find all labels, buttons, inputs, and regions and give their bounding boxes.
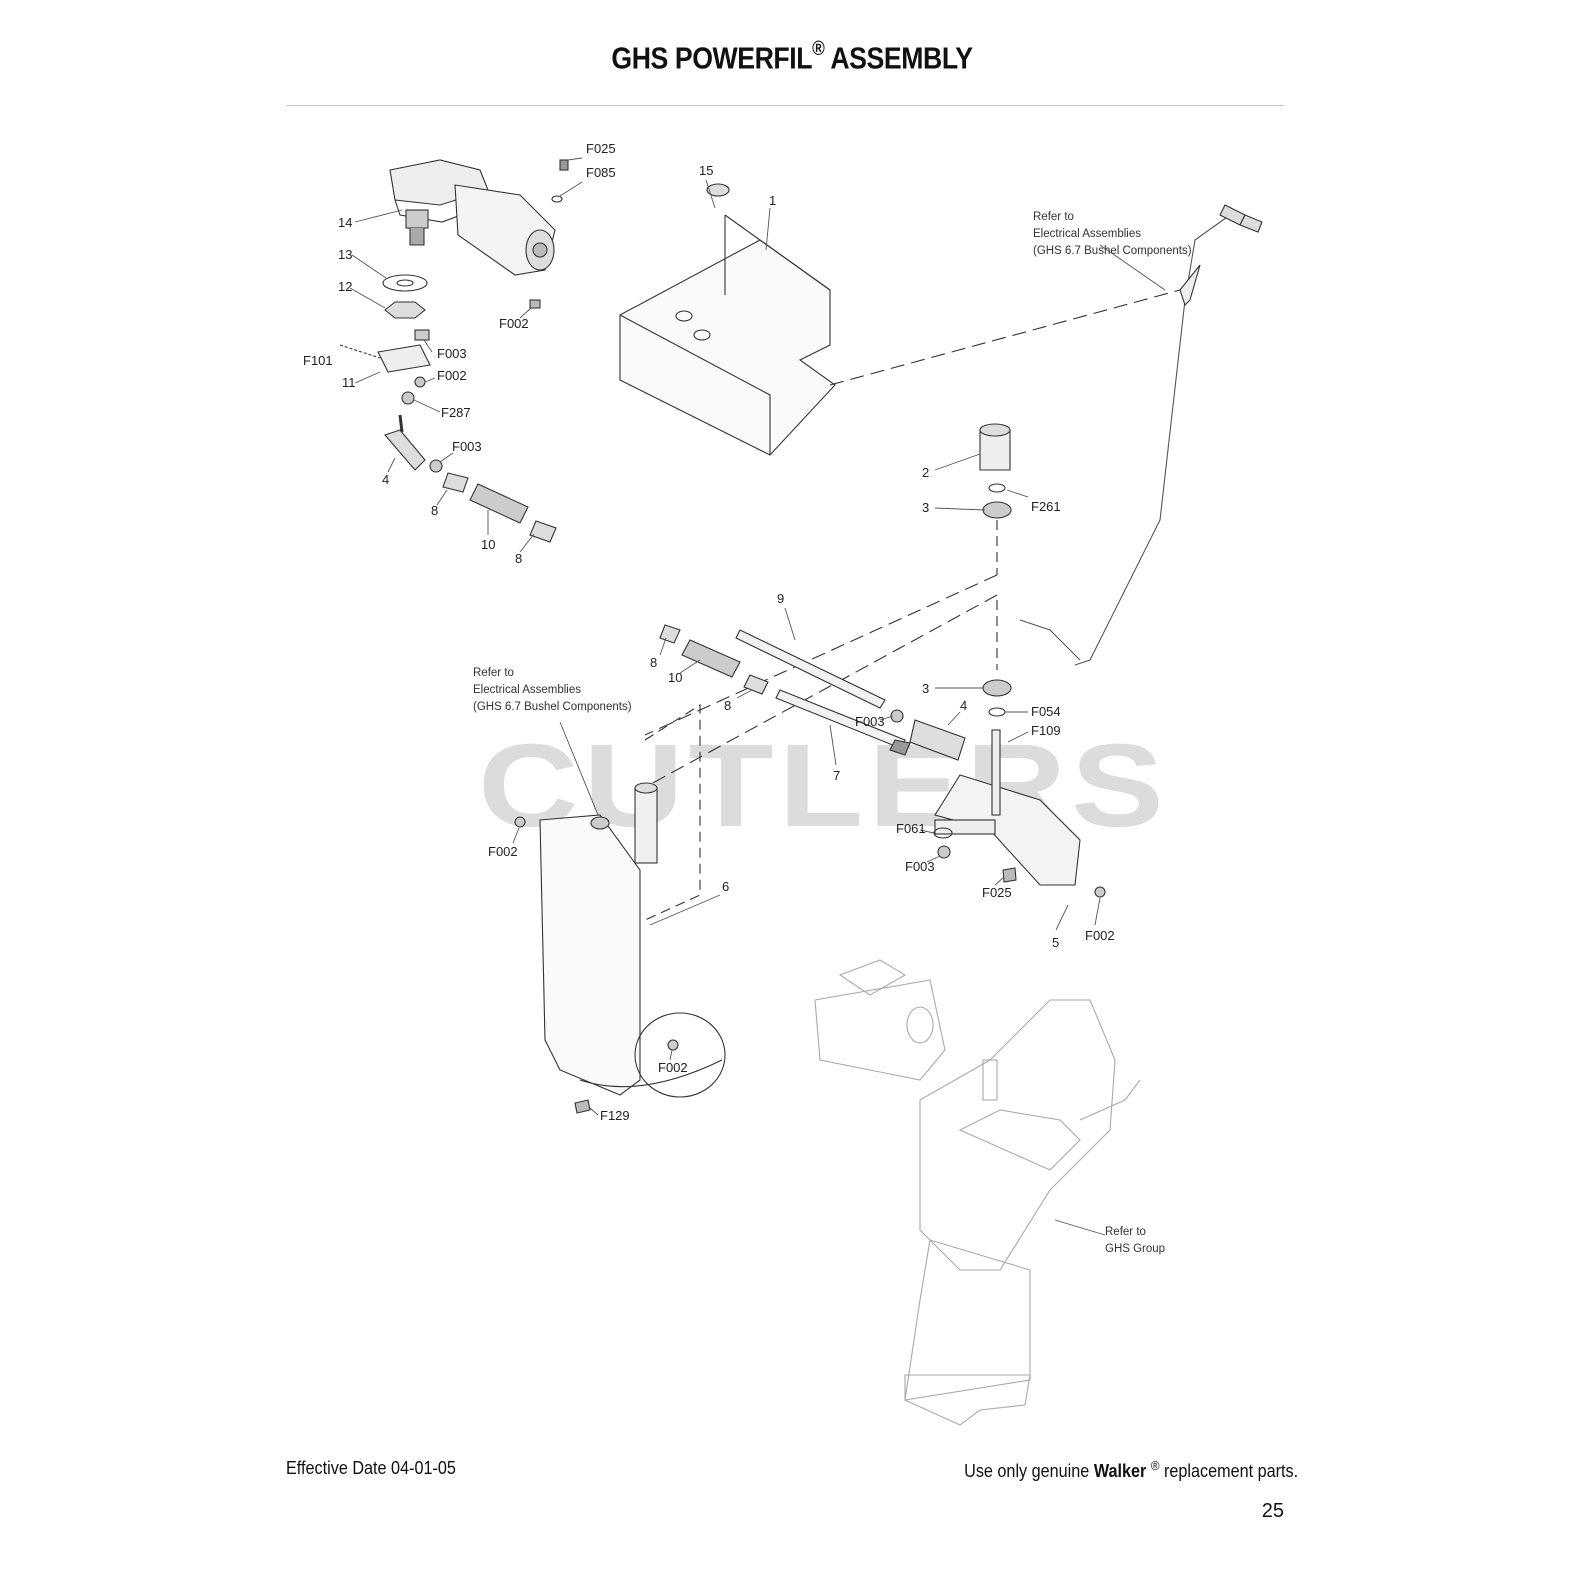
callout-14: 14 [338,215,352,230]
callout-F025-b: F025 [982,885,1012,900]
base-plate-6 [539,782,726,1098]
callout-F002-a: F002 [437,368,467,383]
callout-13: 13 [338,247,352,262]
callout-6: 6 [722,879,729,894]
callout-10-b: 10 [668,670,682,685]
callout-F003-b: F003 [452,439,482,454]
ball-joint-4b [909,719,966,761]
effective-date: Effective Date 04-01-05 [286,1458,456,1478]
callout-4-b: 4 [960,698,967,713]
callout-15: 15 [699,163,713,178]
title-divider [286,105,1284,106]
genuine-parts-notice: Use only genuine Walker ® replacement pa… [963,1458,1298,1481]
svg-text:Refer to: Refer to [473,667,514,679]
callout-F002-e: F002 [658,1060,688,1075]
nut-12 [384,301,426,319]
leader-lines [349,157,1166,1236]
page-number: 25 [1261,1500,1284,1522]
washer-15 [706,183,730,197]
callout-F109: F109 [1031,723,1061,738]
callout-F003-c: F003 [855,714,885,729]
callout-3-b: 3 [922,681,929,696]
svg-text:Refer to: Refer to [1033,211,1074,223]
callout-3-a: 3 [922,500,929,515]
callout-F061: F061 [896,821,926,836]
spring-10b [681,639,741,678]
mounting-bracket-1 [619,214,836,456]
wire-harness [1074,214,1231,666]
callout-F002-b: F002 [499,316,529,331]
spacer-3b [982,679,1012,697]
ball-joint-4a [384,429,426,471]
svg-text:(GHS 6.7 Bushel Components): (GHS 6.7 Bushel Components) [473,701,632,713]
bushing-8a [442,472,469,493]
callout-F025-a: F025 [586,141,616,156]
callout-F287: F287 [441,405,471,420]
callout-12: 12 [338,279,352,294]
note-ghs-group: Refer to GHS Group [1105,1226,1165,1255]
callout-5: 5 [1052,935,1059,950]
svg-text:Electrical Assemblies: Electrical Assemblies [1033,228,1141,240]
spring-10a [469,483,529,524]
callout-F129: F129 [600,1108,630,1123]
callout-F003-d: F003 [905,859,935,874]
callout-11: 11 [342,375,356,390]
bushing-8b [529,520,557,543]
callout-8-a: 8 [431,503,438,518]
page-title: GHS POWERFIL® ASSEMBLY [611,38,973,76]
rod-7 [775,689,906,749]
crank-arm-11 [377,344,431,373]
svg-text:Electrical Assemblies: Electrical Assemblies [473,684,581,696]
installed-assembly-view [814,959,1141,1426]
callout-F085: F085 [586,165,616,180]
callout-8-b: 8 [515,551,522,566]
svg-text:(GHS 6.7 Bushel Components): (GHS 6.7 Bushel Components) [1033,245,1192,257]
callout-8-c: 8 [650,655,657,670]
wiper-motor [389,159,556,276]
svg-text:Refer to: Refer to [1105,1226,1146,1238]
callout-8-d: 8 [724,698,731,713]
callout-9: 9 [777,591,784,606]
bushing-8d [743,674,769,695]
callout-7: 7 [833,768,840,783]
spacer-3a [982,501,1012,519]
lever-arm-5 [934,729,1081,886]
callout-F054: F054 [1031,704,1061,719]
callout-4-a: 4 [382,472,389,487]
note-electrical-top: Refer to Electrical Assemblies (GHS 6.7 … [1033,211,1192,257]
callout-1: 1 [769,193,776,208]
washer-13 [382,274,428,292]
callout-F101: F101 [303,353,333,368]
callout-F003-a: F003 [437,346,467,361]
rod-9 [735,629,886,709]
note-electrical-mid: Refer to Electrical Assemblies (GHS 6.7 … [473,667,632,713]
callout-10-a: 10 [481,537,495,552]
callout-F261: F261 [1031,499,1061,514]
callout-F002-d: F002 [488,844,518,859]
svg-text:GHS Group: GHS Group [1105,1243,1165,1255]
bushing-8c [659,624,681,644]
callout-2: 2 [922,465,929,480]
callout-F002-c: F002 [1085,928,1115,943]
